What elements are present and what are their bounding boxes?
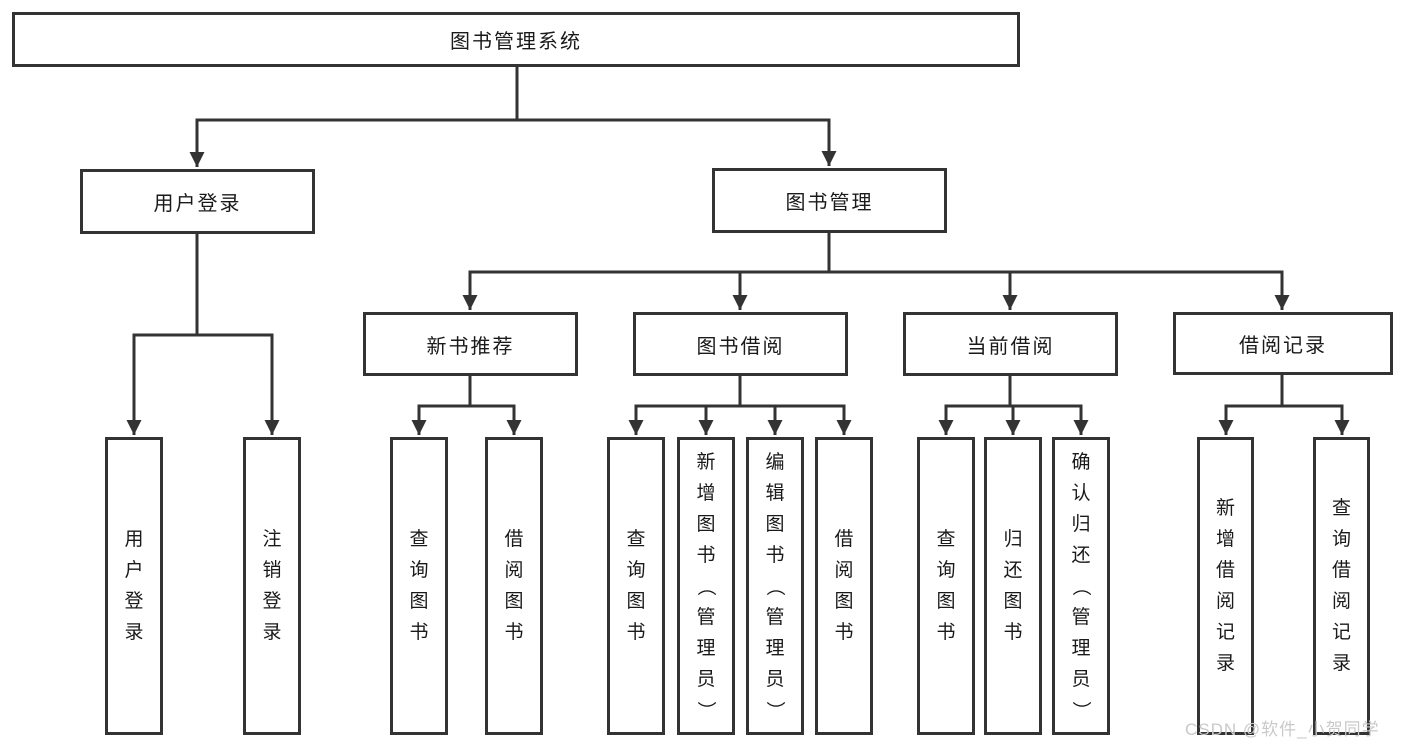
node-label: 归还图书 <box>1003 529 1023 643</box>
leaf-add-borrow-record: 新增借阅记录 <box>1197 437 1254 735</box>
node-label: 新书推荐 <box>426 335 515 358</box>
node-label: 新增图书（管理员） <box>695 451 717 720</box>
leaf-edit-books-admin: 编辑图书（管理员） <box>746 437 804 735</box>
node-label: 借阅图书 <box>834 529 854 643</box>
node-label: 查询图书 <box>409 529 429 643</box>
node-label: 借阅记录 <box>1239 335 1327 357</box>
node-book-borrowing: 图书借阅 <box>633 312 848 376</box>
node-borrowing-records: 借阅记录 <box>1173 312 1393 375</box>
leaf-query-books-recommend: 查询图书 <box>390 437 448 735</box>
node-label: 图书管理系统 <box>450 31 582 53</box>
node-label: 注销登录 <box>262 529 282 643</box>
node-label: 编辑图书（管理员） <box>764 451 786 720</box>
leaf-query-books-current: 查询图书 <box>917 437 975 735</box>
node-library-management-system: 图书管理系统 <box>12 12 1020 67</box>
node-label: 借阅图书 <box>504 529 524 643</box>
node-label: 当前借阅 <box>966 335 1055 358</box>
node-label: 新增借阅记录 <box>1215 498 1235 674</box>
leaf-user-login: 用户登录 <box>105 437 163 735</box>
leaf-add-books-admin: 新增图书（管理员） <box>677 437 735 735</box>
leaf-query-books-borrow: 查询图书 <box>607 437 665 735</box>
leaf-borrow-books: 借阅图书 <box>815 437 873 735</box>
node-current-borrowing: 当前借阅 <box>903 312 1118 376</box>
node-label: 查询图书 <box>936 529 956 643</box>
node-book-management: 图书管理 <box>712 168 947 233</box>
node-label: 图书管理 <box>785 192 874 214</box>
node-label: 查询借阅记录 <box>1331 498 1351 674</box>
node-label: 图书借阅 <box>696 335 785 358</box>
leaf-logout: 注销登录 <box>243 437 301 735</box>
node-label: 用户登录 <box>153 193 242 215</box>
csdn-watermark: CSDN @软件_小贺同学 <box>1185 720 1380 739</box>
node-new-book-recommendation: 新书推荐 <box>363 312 578 376</box>
leaf-query-borrow-record: 查询借阅记录 <box>1313 437 1370 735</box>
node-user-login: 用户登录 <box>80 169 315 234</box>
leaf-confirm-return-admin: 确认归还（管理员） <box>1052 437 1110 735</box>
leaf-borrow-books-recommend: 借阅图书 <box>485 437 543 735</box>
node-label: 查询图书 <box>626 529 646 643</box>
node-label: 用户登录 <box>124 529 144 643</box>
node-label: 确认归还（管理员） <box>1070 451 1092 720</box>
leaf-return-books: 归还图书 <box>984 437 1042 735</box>
